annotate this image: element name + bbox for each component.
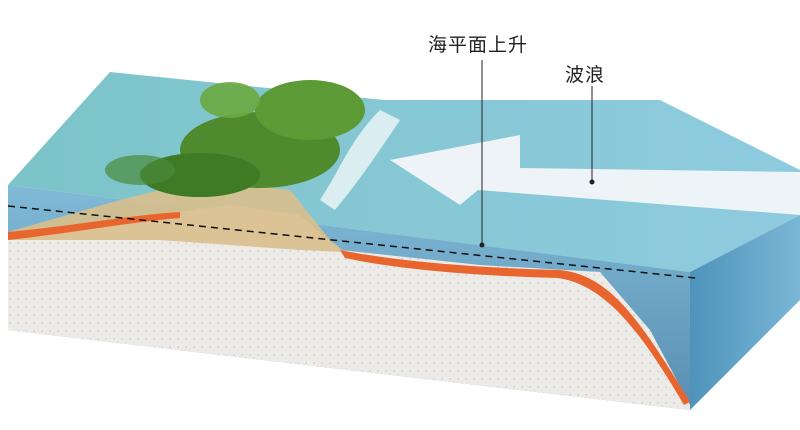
right-side-face (690, 215, 800, 410)
bedrock (8, 205, 690, 410)
sea-level-rise-label: 海平面上升 (428, 34, 529, 56)
waves-leader-dot (589, 179, 595, 185)
island-vegetation (105, 80, 365, 197)
wave-arrow (390, 135, 800, 215)
waves-label: 波浪 (565, 64, 606, 86)
surf-foam (320, 110, 400, 210)
sea-level-leader-dot (479, 242, 485, 248)
